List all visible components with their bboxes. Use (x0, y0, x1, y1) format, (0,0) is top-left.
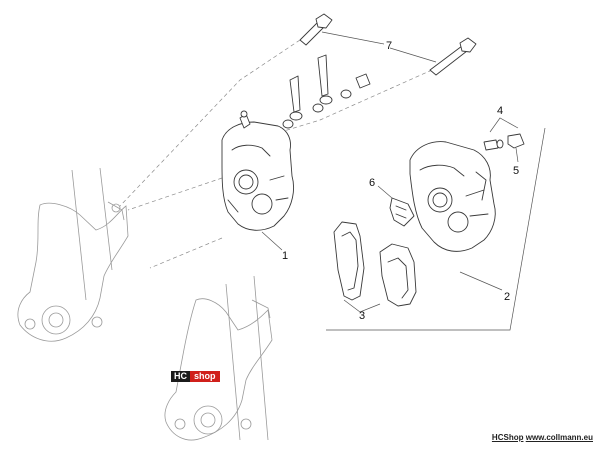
bolt-long-left (299, 13, 333, 46)
brake-pad-front (333, 221, 365, 301)
group-bracket (326, 127, 546, 331)
brake-pad-rear (379, 243, 417, 307)
callout-3: 3 (359, 310, 365, 322)
footer-credit: HCShop www.collmann.eu (492, 433, 593, 442)
badge-shop: shop (190, 371, 220, 382)
bolt-long-right (429, 37, 477, 76)
callout-7: 7 (386, 40, 392, 52)
callout-2: 2 (504, 291, 510, 303)
union-fittings (282, 54, 371, 129)
hc-shop-badge: HC shop (171, 371, 220, 382)
fork-leg-lower (164, 275, 273, 441)
callout-5: 5 (513, 165, 519, 177)
pad-spring (389, 197, 415, 227)
badge-hc: HC (171, 371, 190, 382)
brake-caliper-left (221, 110, 295, 231)
bleed-cap (507, 133, 525, 149)
fork-leg-upper (17, 167, 129, 342)
brake-caliper-right (409, 141, 496, 252)
callout-1: 1 (282, 250, 288, 262)
footer-url: www.collmann.eu (525, 433, 593, 442)
callout-4: 4 (497, 105, 503, 117)
bleed-screw (483, 139, 504, 151)
callout-6: 6 (369, 177, 375, 189)
footer-brand: HCShop (491, 433, 524, 442)
